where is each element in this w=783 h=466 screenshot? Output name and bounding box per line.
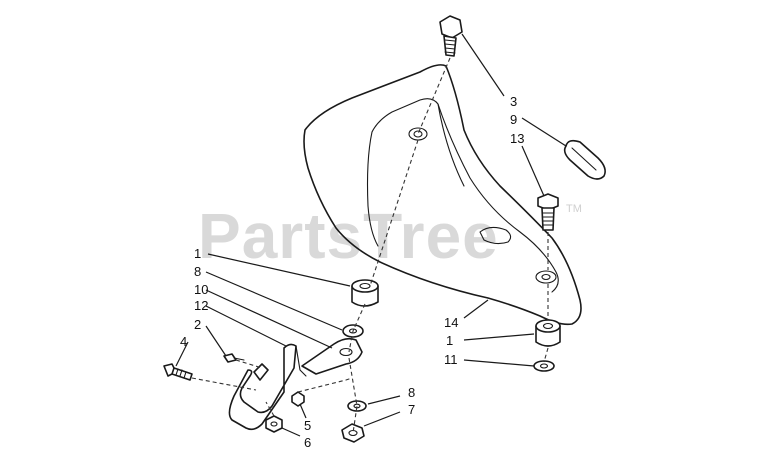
callout-14: 14 (444, 315, 458, 330)
callout-6: 6 (304, 435, 311, 450)
screw-small (223, 353, 245, 363)
bolt-top (439, 15, 463, 57)
watermark: PartsTree (198, 200, 499, 272)
callouts: 3 9 13 1 8 10 12 2 4 5 6 8 7 14 1 11 (180, 94, 524, 450)
callout-9: 9 (510, 112, 517, 127)
bushing-right (535, 319, 561, 347)
nut-bottom (265, 415, 283, 433)
bushing-left (351, 279, 379, 307)
watermark-tm: TM (566, 203, 582, 215)
bolt-long (163, 363, 193, 381)
bolt-right (537, 193, 559, 231)
nut-large (341, 423, 365, 443)
bracket (228, 337, 363, 431)
washer-right (533, 360, 555, 372)
callout-4: 4 (180, 334, 187, 349)
callout-3: 3 (510, 94, 517, 109)
assembly-axes (191, 57, 549, 434)
washer-bottom (347, 400, 367, 412)
callout-5: 5 (304, 418, 311, 433)
nut-small (291, 391, 305, 407)
callout-1-left: 1 (194, 246, 201, 261)
callout-12: 12 (194, 298, 208, 313)
callout-1-right: 1 (446, 333, 453, 348)
callout-8-bottom: 8 (408, 385, 415, 400)
callout-13: 13 (510, 131, 524, 146)
callout-11: 11 (444, 352, 458, 367)
leader-lines (175, 33, 567, 437)
callout-2: 2 (194, 317, 201, 332)
callout-10: 10 (194, 282, 208, 297)
callout-8-left: 8 (194, 264, 201, 279)
grip-pad (563, 139, 606, 180)
callout-7: 7 (408, 402, 415, 417)
